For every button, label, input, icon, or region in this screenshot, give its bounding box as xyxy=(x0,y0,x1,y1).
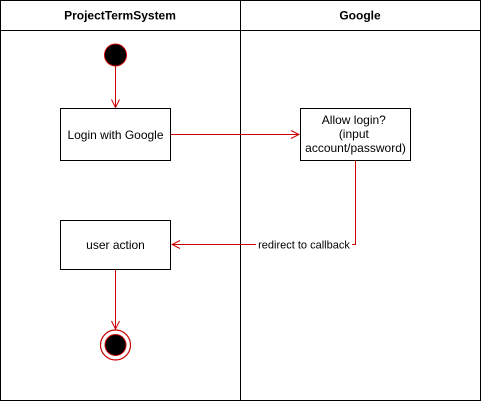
redirect-edge-label: redirect to callback xyxy=(258,240,350,252)
lane-title-project: ProjectTermSystem xyxy=(64,9,176,23)
user-action-label: user action xyxy=(86,238,145,252)
lane-title-google: Google xyxy=(339,9,381,23)
start-node xyxy=(104,43,127,67)
login-with-google-label: Login with Google xyxy=(67,128,163,142)
edge-label-background xyxy=(256,237,352,252)
allow-login-node xyxy=(300,108,411,161)
allow-login-label: Allow login? (input account/password) xyxy=(305,113,406,155)
allow-login-line-1: Allow login? xyxy=(322,113,386,127)
login-with-google-node xyxy=(60,108,171,161)
allow-login-line-3: account/password) xyxy=(305,141,406,155)
end-node-inner xyxy=(104,334,127,356)
edge-redirect-to-callback xyxy=(172,160,356,245)
allow-login-line-2: (input xyxy=(339,127,370,141)
user-action-node xyxy=(60,220,171,270)
